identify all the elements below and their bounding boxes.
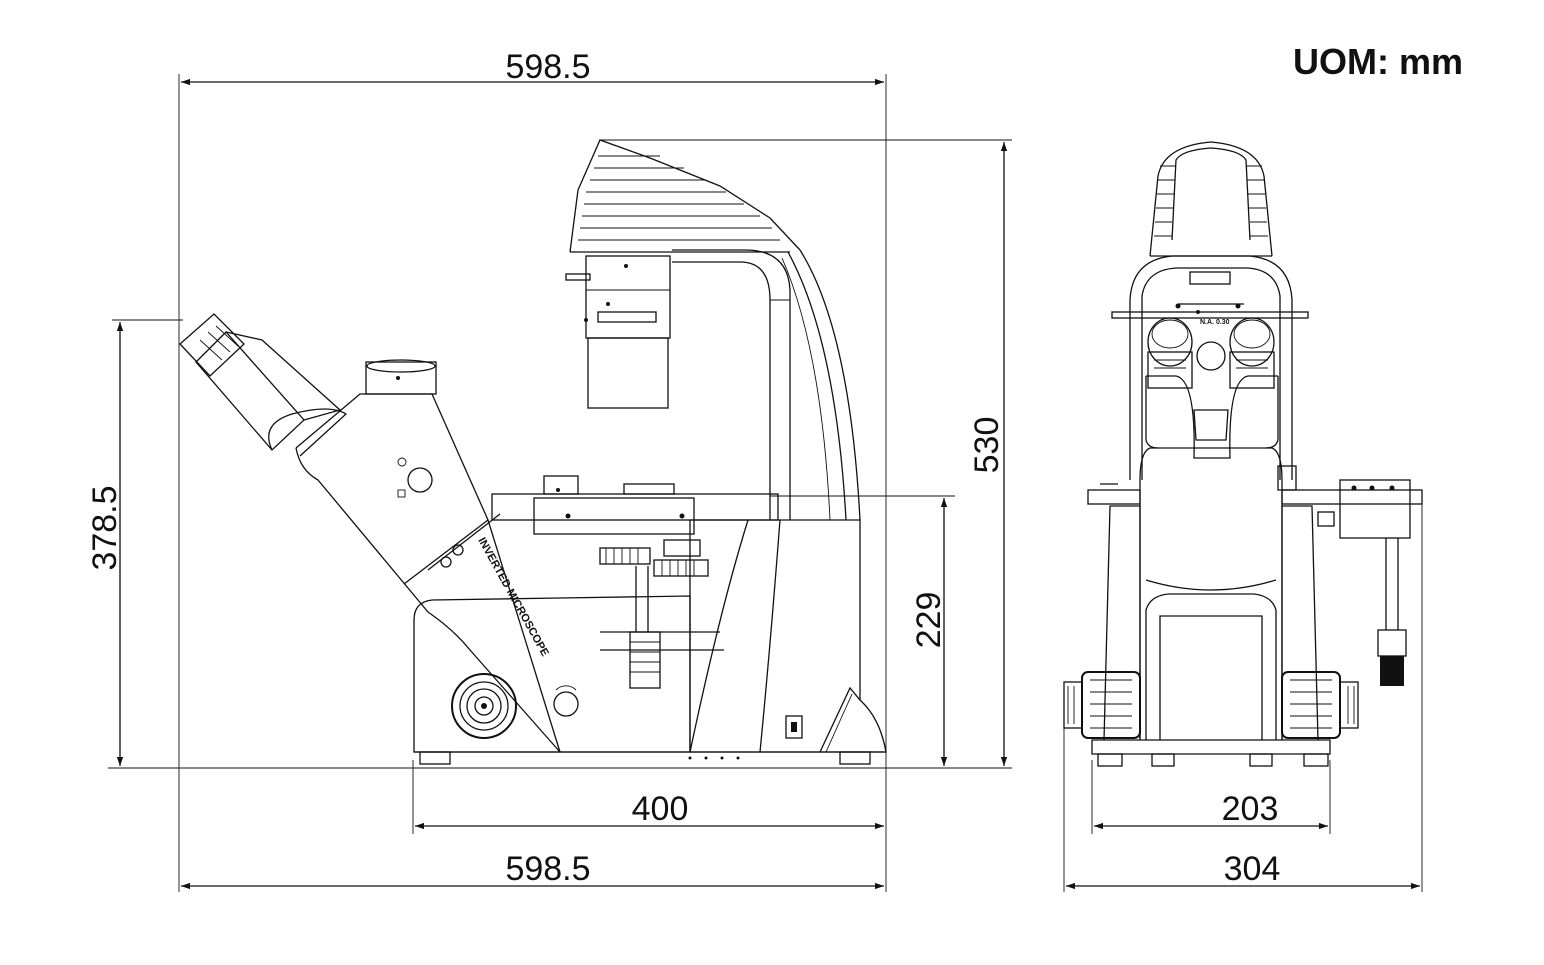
front-view-microscope: N.A. 0.30: [1063, 141, 1423, 767]
dim-width-top: 598.5: [505, 48, 590, 86]
front-focus-knobs: [1063, 671, 1359, 739]
dim-width-203: 203: [1222, 790, 1279, 828]
focus-gear: [599, 539, 709, 689]
na-label: N.A. 0.30: [1200, 319, 1230, 326]
dim-width-400: 400: [632, 790, 689, 828]
dim-height-378: 378.5: [86, 485, 124, 570]
dim-width-bottom: 598.5: [505, 850, 590, 888]
side-view-microscope: INVERTED MICROSCOPE: [179, 139, 887, 765]
front-view-dimensions: 203 304: [1063, 490, 1423, 892]
side-view-dimensions: 598.5 530 378.5 229 400 598.5: [86, 48, 1012, 892]
dim-height-530: 530: [968, 417, 1006, 474]
inverted-microscope-label: INVERTED MICROSCOPE: [475, 536, 550, 659]
unit-label: UOM: mm: [1293, 41, 1463, 82]
dim-height-229: 229: [910, 592, 948, 649]
dim-width-304: 304: [1224, 850, 1281, 888]
